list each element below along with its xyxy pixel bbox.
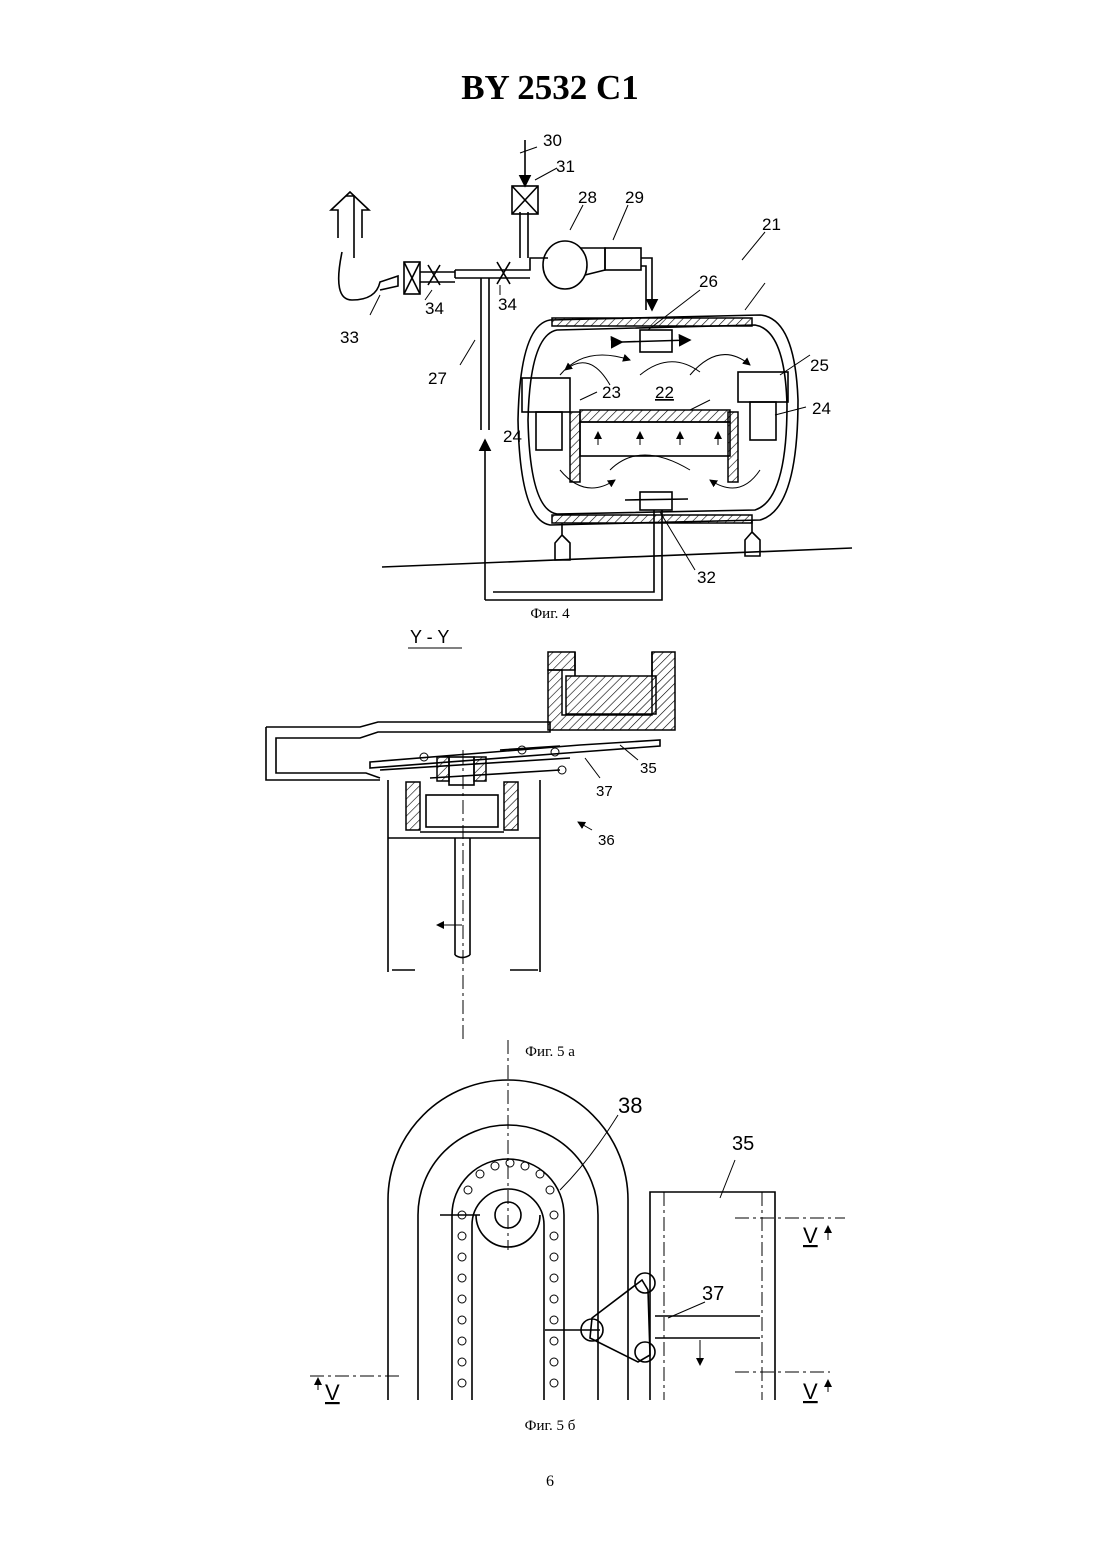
figure-5a-drawing: Y - Y xyxy=(266,627,675,1040)
figure-4-caption: Фиг. 4 xyxy=(0,606,1100,623)
label-32: 31 xyxy=(556,157,575,176)
label-33: 33 xyxy=(340,328,359,347)
label-29: 28 xyxy=(578,188,597,207)
label-24-left: 24 xyxy=(503,427,522,446)
label-38: 38 xyxy=(618,1093,642,1118)
section-label-y-y: Y - Y xyxy=(410,627,449,647)
fan-28 xyxy=(640,492,672,510)
section-mark-v-left: V xyxy=(325,1380,340,1405)
page-number: 6 xyxy=(0,1473,1100,1491)
label-37-fig5b: 37 xyxy=(702,1283,724,1305)
label-21: 21 xyxy=(762,215,781,234)
section-mark-v-upper: V xyxy=(803,1223,818,1248)
figure-5b-drawing: 38 35 37 V V V xyxy=(310,1040,845,1405)
wheel-right xyxy=(738,372,788,402)
label-37-fig5a: 37 xyxy=(596,783,613,800)
heater-30 xyxy=(605,248,641,270)
label-27: 26 xyxy=(699,272,718,291)
label-31: 30 xyxy=(543,131,562,150)
workpiece-22 xyxy=(580,410,730,422)
label-30: 29 xyxy=(625,188,644,207)
figure-5b-caption: Фиг. 5 б xyxy=(0,1418,1100,1435)
section-mark-v-right: V xyxy=(803,1379,818,1404)
label-34-left: 34 xyxy=(425,299,444,318)
label-25: 25 xyxy=(810,356,829,375)
label-24-right: 24 xyxy=(812,399,831,418)
label-36-fig5a: 36 xyxy=(598,832,615,849)
valve-34-right xyxy=(497,262,510,284)
figure-4-drawing: 30 31 28 29 21 26 25 24 24 23 22 32 27 3… xyxy=(331,131,852,600)
figure-5a-caption: Фиг. 5 а xyxy=(0,1044,1100,1061)
label-35-fig5b: 35 xyxy=(732,1133,754,1155)
label-34-right: 34 xyxy=(498,295,517,314)
label-26: 27 xyxy=(428,369,447,388)
label-22: 22 xyxy=(655,383,674,402)
label-28: 32 xyxy=(697,568,716,587)
blower-33 xyxy=(339,252,398,300)
label-23: 23 xyxy=(602,383,621,402)
label-35-fig5a: 35 xyxy=(640,760,657,777)
